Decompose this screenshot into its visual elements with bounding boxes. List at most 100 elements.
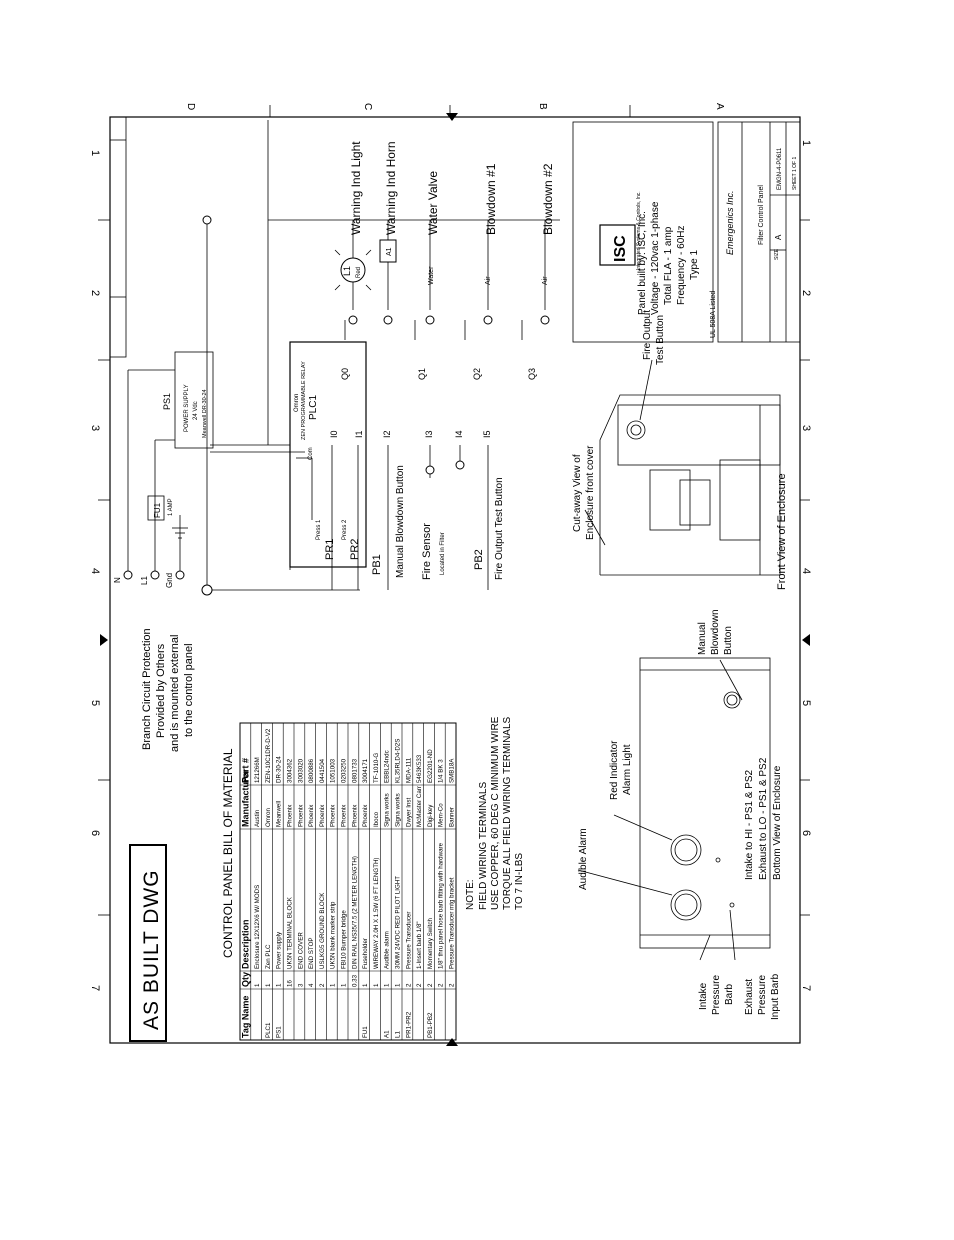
bom-cell: 1: [341, 983, 348, 987]
bom-cell: Omron: [265, 808, 272, 827]
power-supply-model: Meanwell DR-30-24: [202, 389, 208, 438]
svg-text:5: 5: [89, 700, 101, 706]
bom-cell: Phoenix: [341, 804, 348, 827]
bom-table: CONTROL PANEL BILL OF MATERIAL Tag NameQ…: [221, 722, 457, 1041]
bom-cell: END COVER: [297, 932, 304, 969]
output-terminal-2: [383, 315, 393, 325]
svg-text:Q2: Q2: [472, 368, 482, 380]
right-zone-numbers: 1 2 3 4 5 6 7: [800, 140, 812, 991]
bom-cell: 1: [395, 983, 402, 987]
svg-text:Press 1: Press 1: [316, 519, 322, 540]
svg-text:Cut-away View of: Cut-away View of: [572, 454, 583, 532]
fuse-fu1: [147, 495, 165, 521]
bom-cell: PB1-PB2: [427, 1012, 434, 1038]
bom-cell: 0203250: [341, 758, 348, 783]
svg-text:1: 1: [800, 140, 812, 146]
bom-cell: 3: [297, 983, 304, 987]
svg-text:I1: I1: [354, 430, 364, 438]
terminal-gnd: [175, 570, 185, 580]
svg-text:Alarm Light: Alarm Light: [622, 744, 633, 795]
bom-cell: PLC1: [265, 1022, 272, 1038]
bom-header-cell: Part #: [240, 758, 250, 783]
power-supply-voltage: 24 Vdc: [193, 401, 199, 420]
svg-text:Voltage - 120vac 1-phase: Voltage - 120vac 1-phase: [650, 201, 661, 315]
bom-title: CONTROL PANEL BILL OF MATERIAL: [221, 748, 235, 958]
bom-cell: DR-30-24: [276, 756, 283, 783]
svg-text:Button: Button: [723, 626, 734, 655]
bom-cell: 2: [319, 983, 326, 987]
svg-text:I0: I0: [329, 430, 339, 438]
svg-text:Total FLA - 1 amp: Total FLA - 1 amp: [663, 226, 674, 305]
bom-cell: Phoenix: [351, 804, 358, 827]
svg-text:I3: I3: [424, 430, 434, 438]
ground-terminal: [201, 584, 213, 596]
bom-cell: 5463K533: [416, 754, 423, 783]
plc-model: ZEN PROGRAMMABLE RELAY: [301, 361, 307, 440]
svg-text:Integrated Systems & Controls,: Integrated Systems & Controls, Inc.: [636, 191, 642, 270]
svg-text:Water Valve: Water Valve: [426, 171, 440, 235]
svg-text:Q1: Q1: [417, 368, 427, 380]
svg-text:2: 2: [89, 290, 101, 296]
svg-text:Blowdown #2: Blowdown #2: [541, 163, 555, 235]
bom-cell: Phoenix: [308, 804, 315, 827]
bom-cell: ZEN-10C1DR-D-V2: [265, 728, 272, 783]
svg-text:Bottom View of Enclosure: Bottom View of Enclosure: [772, 765, 783, 880]
svg-text:6: 6: [89, 830, 101, 836]
plc-com: Com: [308, 447, 314, 460]
power-supply-ps1: [174, 351, 214, 449]
top-terminal: [202, 215, 212, 225]
bom-cell: EBBL24ndc: [384, 750, 391, 783]
svg-text:4: 4: [800, 568, 812, 574]
svg-text:Type 1: Type 1: [689, 250, 700, 280]
svg-text:3: 3: [800, 425, 812, 431]
bom-cell: 3003020: [297, 758, 304, 783]
svg-text:I2: I2: [382, 430, 392, 438]
revision-strip: [109, 116, 127, 358]
svg-text:Emergenics Inc.: Emergenics Inc.: [725, 190, 735, 255]
bom-cell: PS1: [276, 1026, 283, 1038]
bom-cell: 2: [416, 983, 423, 987]
bom-cell: Banner: [449, 807, 456, 827]
svg-text:to the control panel: to the control panel: [183, 643, 195, 737]
bom-cell: Iboco: [373, 811, 380, 827]
bom-cell: Digi-key: [427, 804, 434, 827]
bom-cell: Mem-Co: [438, 803, 445, 827]
fuse-rating: 1 AMP: [168, 498, 174, 516]
bom-cell: Phoenix: [287, 804, 294, 827]
bom-cell: 1051003: [330, 758, 337, 783]
bom-cell: Phoenix: [319, 804, 326, 827]
bom-cell: 1-Insert barb 1/8": [416, 921, 423, 969]
svg-text:Intake: Intake: [698, 982, 709, 1010]
svg-text:I5: I5: [482, 430, 492, 438]
svg-text:Test Button: Test Button: [655, 315, 666, 365]
svg-text:Press 2: Press 2: [342, 519, 348, 540]
terminal-gnd-label: Gnd: [165, 573, 174, 588]
output-terminal-5: [540, 315, 550, 325]
bom-cell: 3004362: [287, 758, 294, 783]
output-terminal-3: [425, 315, 435, 325]
bom-header-cell: Manufacturer: [240, 769, 250, 827]
svg-text:Frequency - 60Hz: Frequency - 60Hz: [676, 226, 687, 305]
bom-cell: 2: [438, 983, 445, 987]
bom-cell: 1/8" thru panel hose barb fitting with h…: [438, 842, 445, 969]
bom-cell: Pressure Transducer mtg bracket: [449, 877, 456, 969]
audible-alarm-a1: A1: [379, 239, 397, 263]
center-arrow-left: [100, 634, 108, 646]
bom-cell: 4: [308, 983, 315, 987]
svg-text:5: 5: [800, 700, 812, 706]
svg-text:Fire Output: Fire Output: [642, 310, 653, 360]
center-arrow-top: [446, 113, 458, 121]
bom-cell: END STOP: [308, 937, 315, 969]
svg-text:Audible Alarm: Audible Alarm: [578, 828, 589, 890]
svg-text:Red Indicator: Red Indicator: [609, 740, 620, 800]
bom-cell: Signa works: [384, 793, 391, 827]
terminal-l1-label: L1: [140, 576, 149, 585]
center-arrow-bottom: [446, 1038, 458, 1046]
field-wiring-note: NOTE: FIELD WIRING TERMINALS USE COPPER,…: [465, 716, 525, 910]
svg-text:Panel built by: ISC, Inc.: Panel built by: ISC, Inc.: [637, 211, 648, 315]
svg-text:TO 7 IN-LBS: TO 7 IN-LBS: [514, 853, 525, 910]
output-terminal-4: [483, 315, 493, 325]
bom-cell: 3004171: [362, 758, 369, 783]
bom-cell: 1: [362, 983, 369, 987]
water-valve-label: Water: [428, 266, 435, 285]
